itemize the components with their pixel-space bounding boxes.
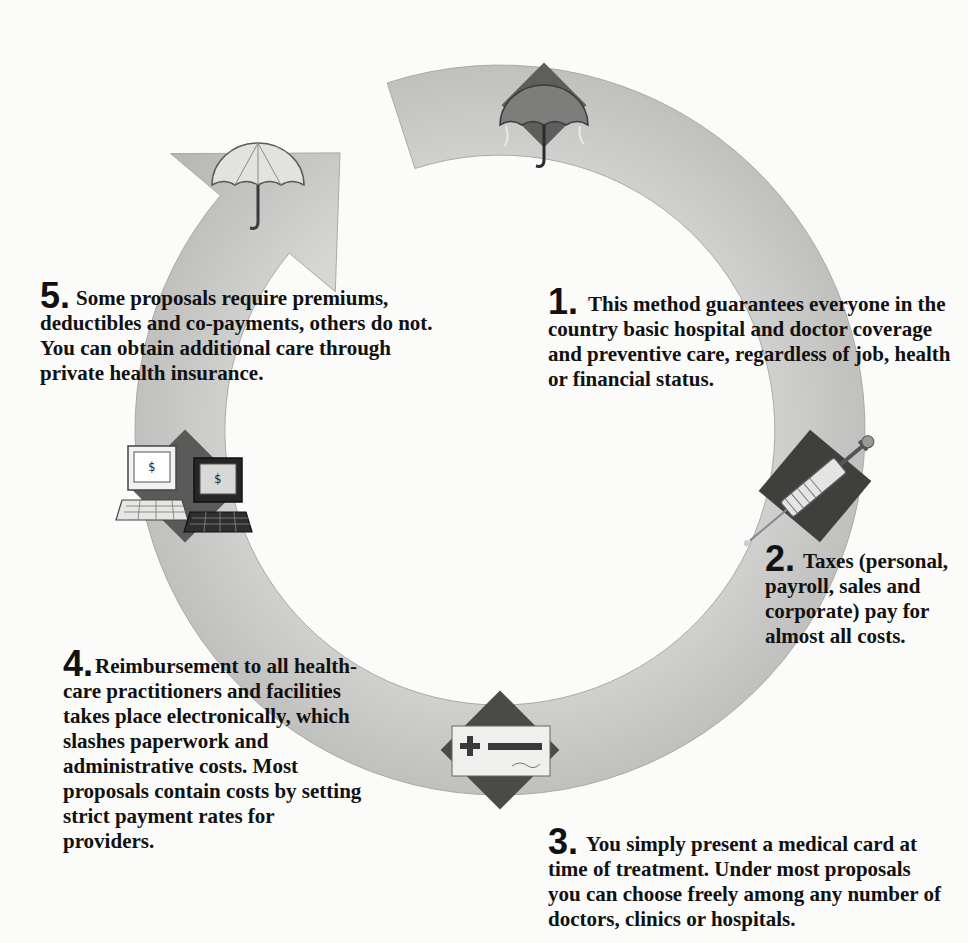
keyboard-keys xyxy=(190,512,250,532)
syringe-scale xyxy=(785,478,822,514)
monitor-screen xyxy=(200,464,236,494)
umbrella-icon xyxy=(500,63,588,167)
umbrella-drip xyxy=(504,126,584,146)
icon-diamond xyxy=(441,691,560,810)
step-number: 5. xyxy=(40,278,70,314)
card-icon xyxy=(441,691,560,810)
card-signature xyxy=(512,763,540,768)
syringe-drop xyxy=(743,539,751,547)
umbrella-canopy xyxy=(500,85,588,125)
keyboard xyxy=(184,512,252,532)
step-text: Some proposals require premiums, deducti… xyxy=(40,286,440,386)
umbrella-ribs xyxy=(235,143,281,185)
step-text: You simply present a medical card at tim… xyxy=(548,832,948,932)
keyboard xyxy=(116,500,188,520)
umbrella-canopy xyxy=(212,143,304,185)
screen-symbol: $ xyxy=(214,473,221,485)
icon-diamond xyxy=(759,430,872,543)
umbrella-icon xyxy=(212,143,304,228)
monitor xyxy=(128,446,176,490)
syringe-icon xyxy=(738,430,879,553)
syringe-barrel xyxy=(780,457,846,517)
medical-card xyxy=(452,726,550,776)
step-text: This method guarantees everyone in the c… xyxy=(548,292,966,392)
step-text: Taxes (personal, payroll, sales and corp… xyxy=(765,549,965,649)
monitor-screen xyxy=(134,452,170,482)
step-number: 1. xyxy=(548,284,578,320)
syringe-needle xyxy=(750,510,787,541)
card-cross xyxy=(460,736,480,756)
syringe-knob xyxy=(859,433,876,450)
card-stripe xyxy=(488,743,542,750)
step-text: Reimbursement to all health-care practit… xyxy=(63,654,363,854)
keyboard-keys xyxy=(124,500,186,520)
computer-icon xyxy=(116,429,252,542)
step-number: 4. xyxy=(63,646,93,682)
umbrella-handle xyxy=(536,125,544,166)
step-number: 2. xyxy=(765,541,795,577)
umbrella-handle xyxy=(250,185,258,228)
monitor xyxy=(194,458,242,502)
screen-symbol: $ xyxy=(148,461,155,473)
step-number: 3. xyxy=(548,824,578,860)
